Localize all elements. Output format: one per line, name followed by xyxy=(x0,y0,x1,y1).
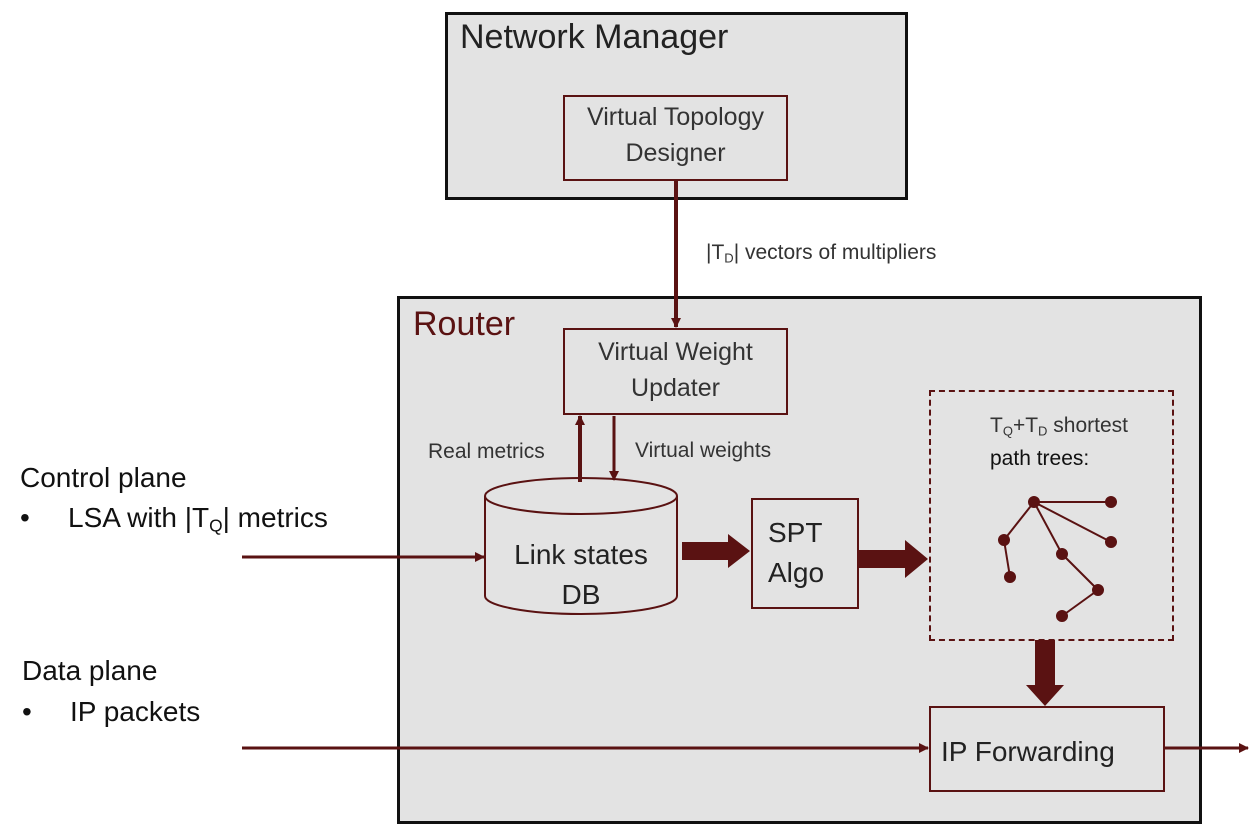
virtual-weight-updater-line2: Updater xyxy=(631,374,720,402)
shortest-path-trees-line1: TQ+TD shortest xyxy=(990,414,1128,438)
virtual-topology-designer-line1: Virtual Topology xyxy=(587,103,764,131)
virtual-topology-designer-box: Virtual Topology Designer xyxy=(563,95,788,181)
multipliers-label: |TD| vectors of multipliers xyxy=(706,241,936,265)
data-plane-bullet: • xyxy=(22,696,32,727)
spt-algo-line1: SPT xyxy=(768,517,823,548)
spt-title-part1: T xyxy=(990,414,1003,437)
control-plane-item-sub: Q xyxy=(209,515,223,536)
control-plane-title: Control plane xyxy=(20,462,187,493)
spt-title-sub1: Q xyxy=(1002,423,1013,439)
virtual-weights-label: Virtual weights xyxy=(635,439,772,462)
trees-to-forwarding-arrow xyxy=(1026,640,1064,706)
ip-forwarding-box: IP Forwarding xyxy=(929,706,1165,792)
network-manager-title: Network Manager xyxy=(460,18,729,56)
link-states-db-line1: Link states xyxy=(514,539,648,570)
spt-algo-box: SPT Algo xyxy=(751,498,859,609)
virtual-weight-updater-box: Virtual Weight Updater xyxy=(563,328,788,415)
multipliers-label-suffix: | vectors of multipliers xyxy=(733,241,937,264)
virtual-weight-updater-line1: Virtual Weight xyxy=(598,338,753,366)
spt-algo-line2: Algo xyxy=(768,557,825,588)
network-manager-box: Network Manager xyxy=(445,12,908,200)
data-plane-title: Data plane xyxy=(22,655,158,686)
multipliers-label-prefix: |T xyxy=(706,241,725,264)
real-metrics-label: Real metrics xyxy=(428,440,545,463)
control-plane-item-suffix: | metrics xyxy=(222,502,328,533)
spt-title-sub2: D xyxy=(1038,423,1048,439)
spt-title-part3: shortest xyxy=(1047,414,1128,437)
spt-to-trees-arrow xyxy=(858,540,928,578)
control-plane-bullet: • xyxy=(20,502,30,533)
multipliers-label-sub: D xyxy=(724,250,734,266)
link-states-db-line2: DB xyxy=(562,579,601,610)
control-plane-item: LSA with |TQ| metrics xyxy=(68,502,328,536)
db-to-spt-arrow xyxy=(682,534,750,568)
data-plane-item: IP packets xyxy=(70,696,201,727)
spt-title-part2: +T xyxy=(1012,414,1039,437)
router-title: Router xyxy=(413,305,516,343)
shortest-path-trees-line2: path trees: xyxy=(990,447,1090,470)
ip-forwarding-label: IP Forwarding xyxy=(941,736,1115,767)
control-plane-item-prefix: LSA with |T xyxy=(68,502,210,533)
virtual-topology-designer-line2: Designer xyxy=(625,139,726,167)
shortest-path-tree-graph xyxy=(998,496,1117,622)
link-states-db-cylinder xyxy=(484,477,678,615)
